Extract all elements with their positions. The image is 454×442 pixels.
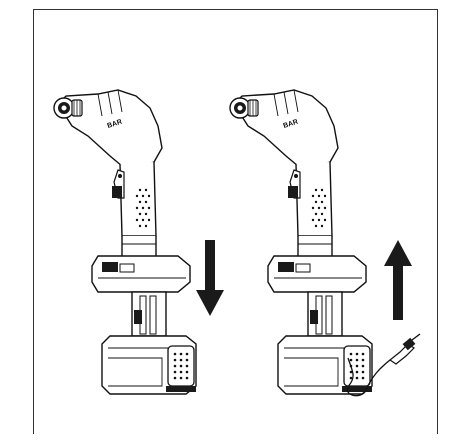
car-charger-plug-icon bbox=[347, 333, 421, 397]
figure-frame bbox=[33, 9, 438, 434]
inflator-left bbox=[53, 89, 197, 395]
inflator-right bbox=[229, 89, 373, 395]
arrow-down-icon bbox=[196, 240, 224, 316]
arrow-up-icon bbox=[384, 240, 412, 320]
